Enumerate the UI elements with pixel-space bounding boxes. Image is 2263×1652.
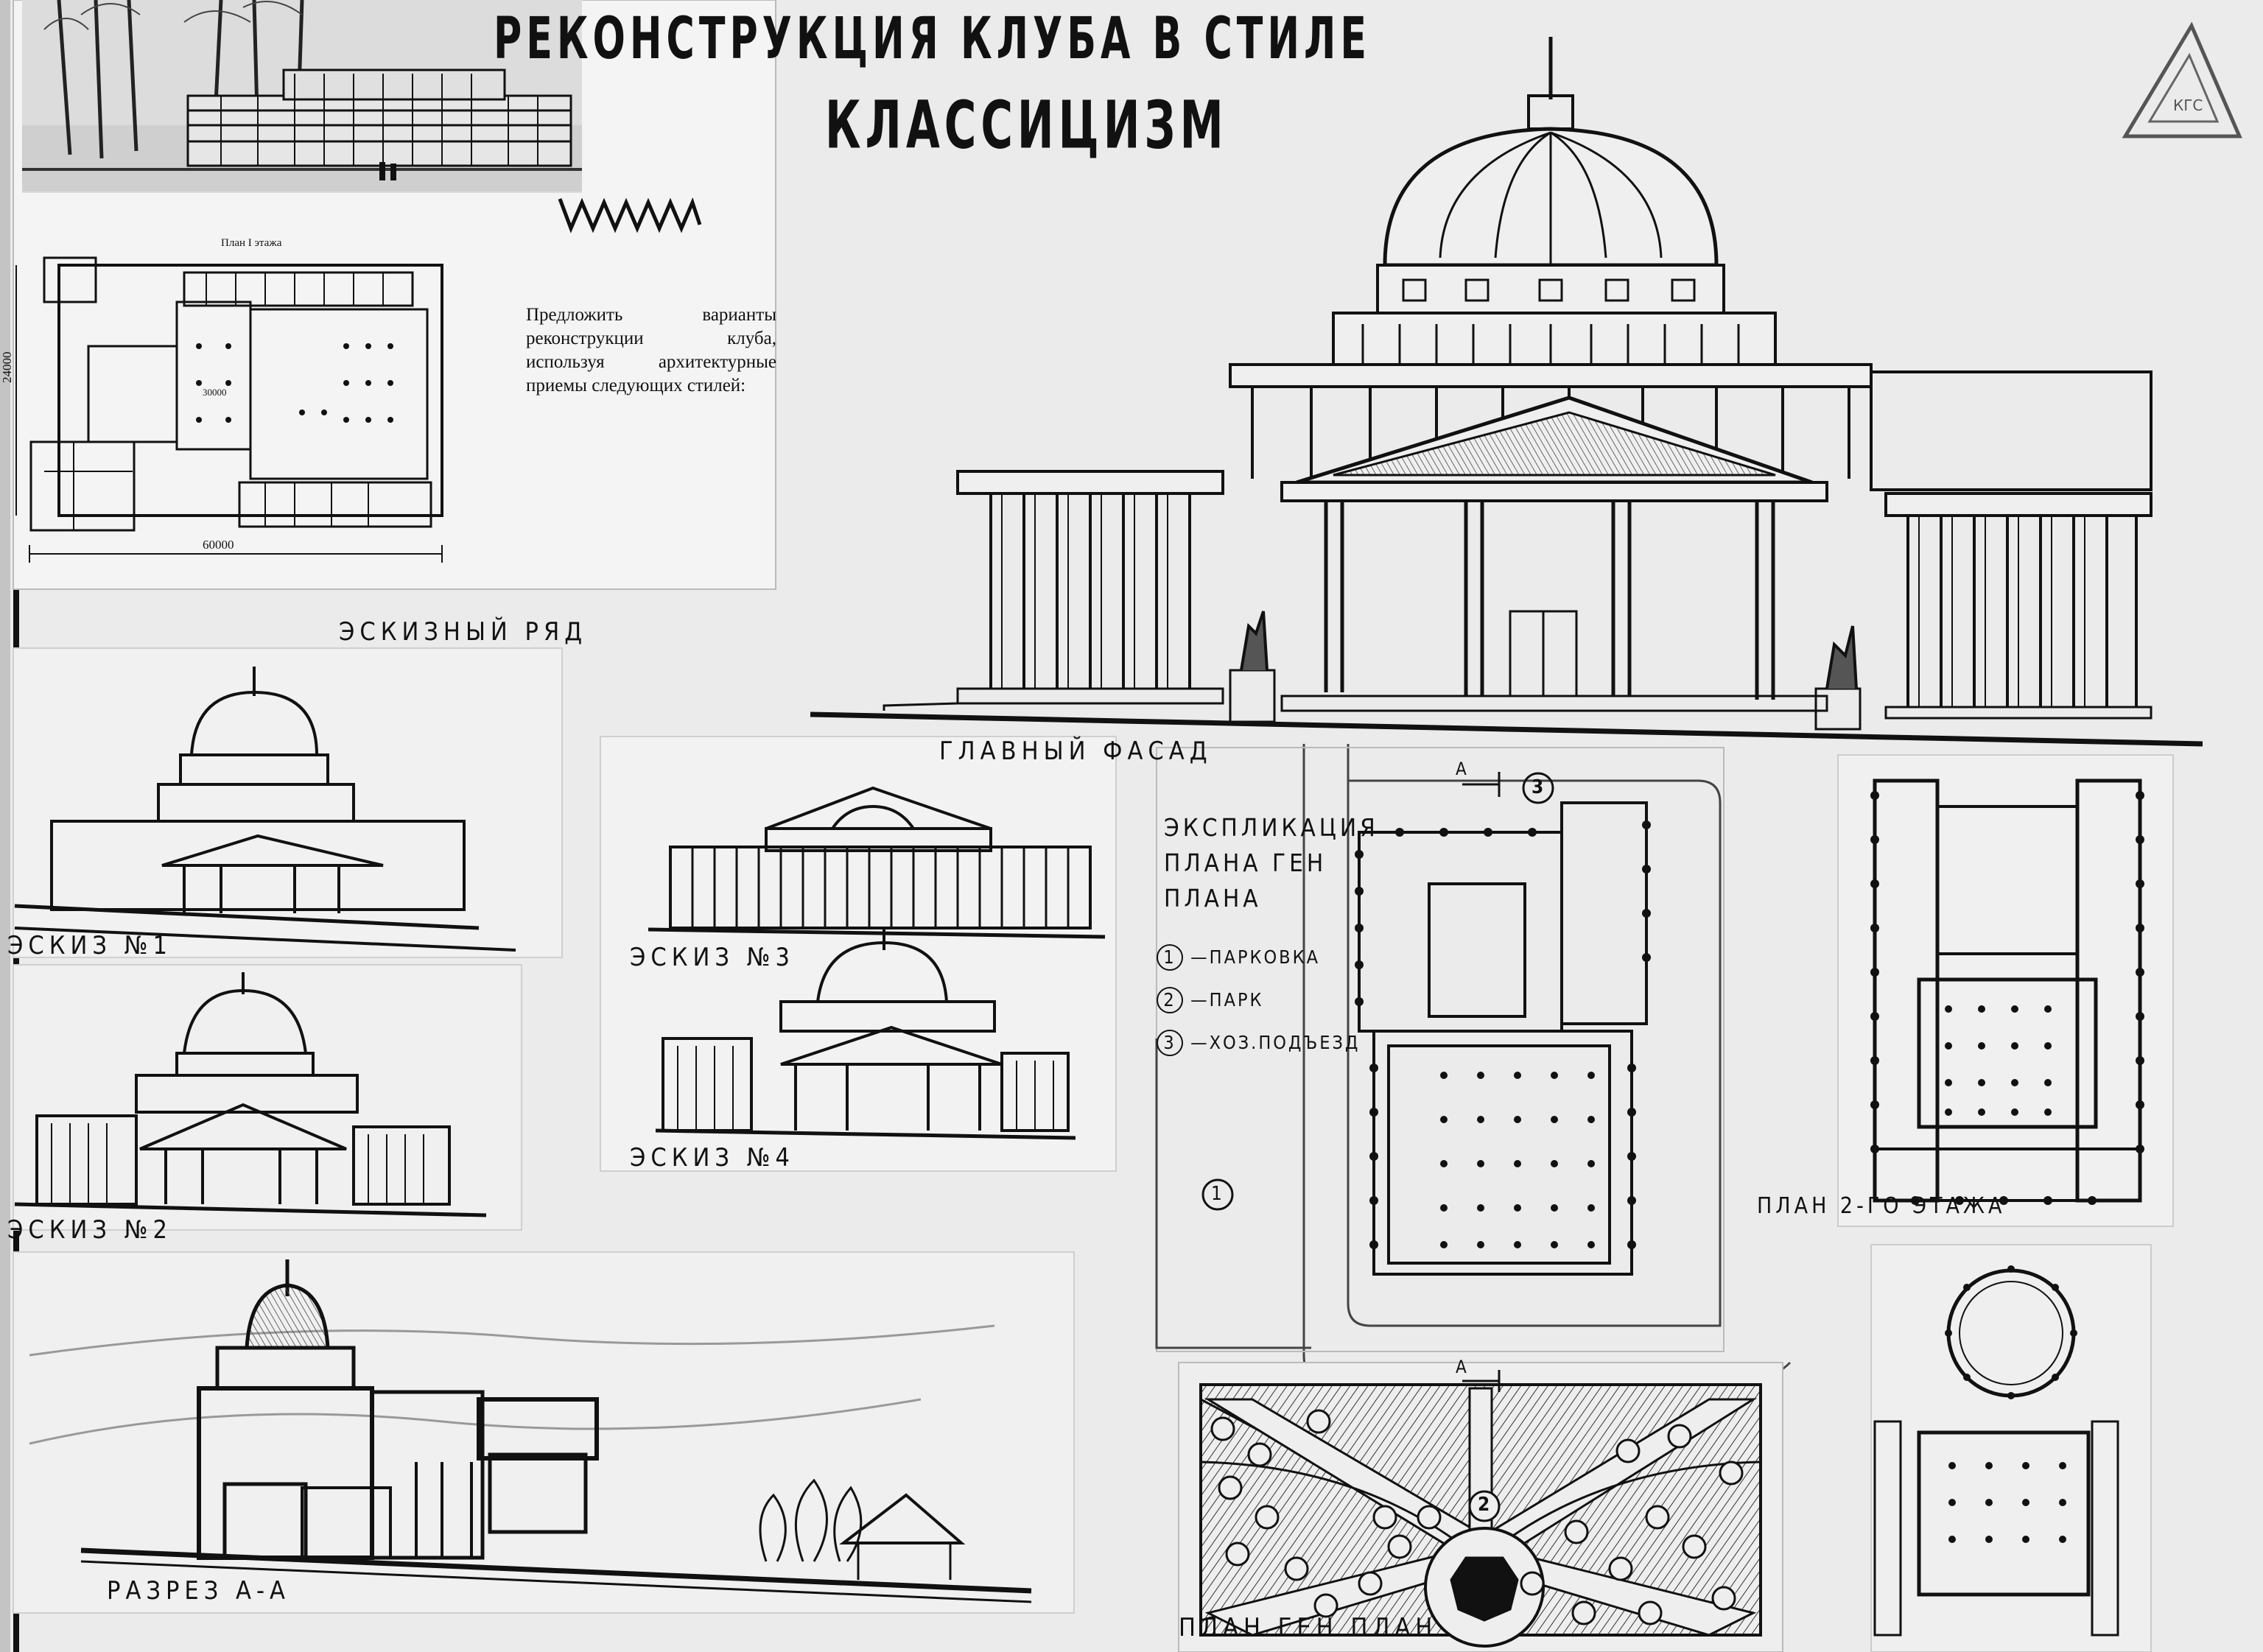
existing-floor-plan xyxy=(15,256,443,563)
pasted-printout xyxy=(13,0,776,590)
site-plan-columns xyxy=(1355,820,1651,1249)
task-text: Предложить варианты реконструкции клуба,… xyxy=(526,305,776,396)
explication-title: ЭКСПЛИКАЦИЯ ПЛАНА ГЕН ПЛАНА xyxy=(1164,810,1379,916)
sketch-2-label: ЭСКИЗ №2 xyxy=(7,1215,172,1245)
explication-num-3: 3 xyxy=(1157,1030,1183,1056)
sketch-1-label: ЭСКИЗ №1 xyxy=(7,931,172,960)
marker-1: 1 xyxy=(1211,1183,1222,1205)
second-floor-plan-label: ПЛАН 2-ГО ЭТАЖА xyxy=(1757,1193,2006,1219)
title-line-2: КЛАССИЦИЗМ xyxy=(825,87,1228,164)
sketch-3-label: ЭСКИЗ №3 xyxy=(630,943,795,972)
dimension-area: 30000 xyxy=(203,387,227,398)
dimension-width: 60000 xyxy=(203,538,234,552)
explication-item-2: 2 —ПАРК xyxy=(1157,987,1263,1013)
explication-num-2: 2 xyxy=(1157,987,1183,1013)
dimension-height: 24000 xyxy=(0,351,14,384)
marker-3-circle xyxy=(1522,772,1554,804)
rotunda-plan-drawing xyxy=(1870,1244,2152,1652)
existing-club-photo xyxy=(22,0,702,233)
explication-num-1: 1 xyxy=(1157,944,1183,971)
second-floor-plan-drawing xyxy=(1837,754,2174,1227)
section-mark-site: А xyxy=(1456,759,1467,779)
section-trees xyxy=(759,1478,863,1562)
stamp-text: КГС xyxy=(2173,96,2203,114)
sketch-4-label: ЭСКИЗ №4 xyxy=(630,1143,795,1173)
sketch-row-label: ЭСКИЗНЫЙ РЯД xyxy=(339,617,588,647)
sketch-4-drawing xyxy=(655,928,1076,1140)
explication-title-line-2: ПЛАНА ГЕН xyxy=(1164,848,1327,877)
section-a-a-drawing xyxy=(29,1259,1032,1603)
marker-2-circle xyxy=(1468,1490,1501,1522)
sketch-row xyxy=(13,647,1117,1614)
explication-label-1: —ПАРКОВКА xyxy=(1190,946,1320,968)
explication-item-3: 3 —ХОЗ.ПОДЪЕЗД xyxy=(1157,1030,1360,1056)
explication-label-3: —ХОЗ.ПОДЪЕЗД xyxy=(1190,1032,1361,1053)
marker-1-circle xyxy=(1201,1178,1234,1211)
sketch-3-drawing xyxy=(648,786,1106,939)
photo-plan-label: План I этажа xyxy=(221,237,282,249)
main-facade-drawing xyxy=(810,37,2203,747)
explication-label-2: —ПАРК xyxy=(1190,989,1264,1010)
title-line-1: РЕКОНСТРУКЦИЯ КЛУБА В СТИЛЕ xyxy=(494,4,1371,72)
explication-title-line-1: ЭКСПЛИКАЦИЯ xyxy=(1164,813,1379,842)
section-label: РАЗРЕЗ А-А xyxy=(107,1576,290,1606)
explication-item-1: 1 —ПАРКОВКА xyxy=(1157,944,1320,971)
second-floor-columns xyxy=(1870,791,2144,1205)
marker-3: 3 xyxy=(1532,776,1544,798)
park-plan-drawing xyxy=(1178,1362,1783,1652)
section-mark-park: А xyxy=(1456,1357,1467,1377)
main-facade-label: ГЛАВНЫЙ ФАСАД xyxy=(939,737,1213,766)
explication-title-line-3: ПЛАНА xyxy=(1164,884,1262,913)
sketch-2-drawing xyxy=(14,972,487,1217)
marker-2: 2 xyxy=(1478,1494,1490,1516)
sketch-1-drawing xyxy=(14,667,516,952)
stamp-logo: КГС xyxy=(2122,21,2242,138)
park-trees xyxy=(1210,1409,1744,1625)
genplan-label: ПЛАН ГЕН ПЛАН xyxy=(1179,1613,1438,1642)
